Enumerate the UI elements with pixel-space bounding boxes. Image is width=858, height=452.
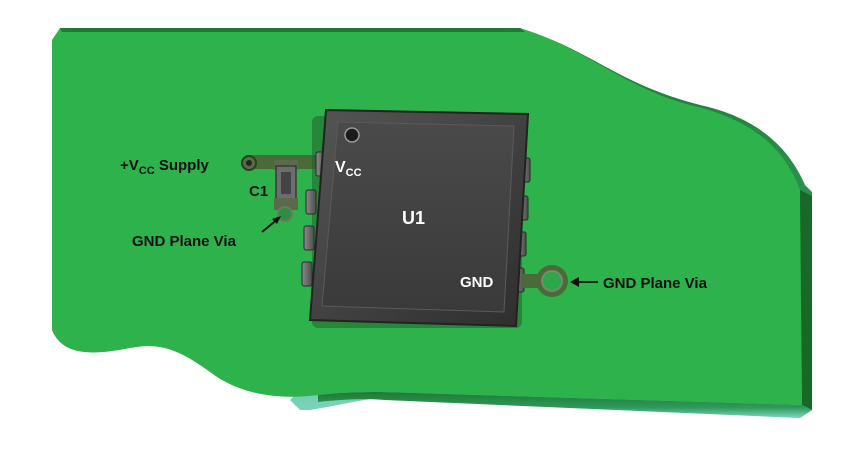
c1-pad-top xyxy=(274,160,298,170)
gnd-plane-via-right-label: GND Plane Via xyxy=(603,275,708,292)
vcc-pin-label: VCC xyxy=(335,159,362,179)
gnd-via-right xyxy=(541,270,563,292)
u1-pin-2 xyxy=(305,189,317,215)
pcb-board-bottom-edge xyxy=(318,392,812,418)
pcb-board-side-edge xyxy=(800,190,812,410)
gnd-pin-label: GND xyxy=(460,274,494,291)
c1-pad-bottom xyxy=(274,198,298,210)
u1-pin-4 xyxy=(301,261,313,287)
gnd-plane-via-left-label: GND Plane Via xyxy=(132,233,237,250)
vcc-supply-via-hole xyxy=(246,160,252,166)
c1-gnd-via xyxy=(277,206,293,222)
u1-pin-3 xyxy=(303,225,315,251)
c1-body-inner xyxy=(281,172,291,194)
pcb-board-top-edge xyxy=(60,28,525,32)
arrow-to-gnd-via-head xyxy=(570,277,579,287)
c1-label: C1 xyxy=(249,183,268,200)
u1-top-face xyxy=(321,121,515,313)
arrow-to-c1-via-head xyxy=(272,216,281,224)
u1-label: U1 xyxy=(402,208,425,228)
u1-pin1-marker xyxy=(344,127,360,143)
vcc-supply-label: +VCC Supply xyxy=(120,157,209,177)
